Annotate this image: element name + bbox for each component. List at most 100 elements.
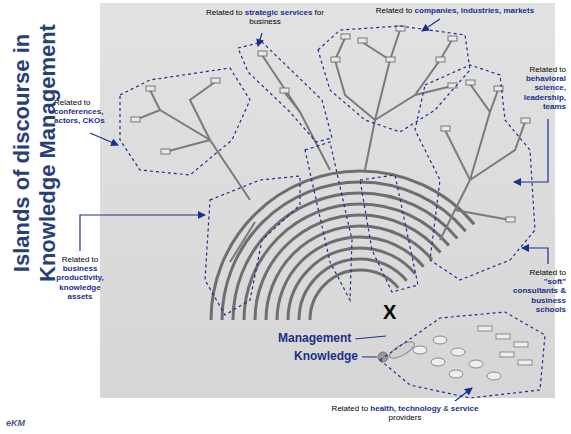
service-cells bbox=[413, 326, 532, 380]
leader-line bbox=[355, 336, 386, 339]
label-text: providers bbox=[389, 413, 422, 422]
leaf bbox=[146, 86, 155, 91]
leaf bbox=[341, 34, 350, 39]
label-text: conferences, actors, CKOs bbox=[54, 107, 105, 125]
axis-label: Knowledge bbox=[294, 350, 358, 364]
island-outline bbox=[360, 175, 418, 292]
callout-label: Related to health, technology & service … bbox=[330, 404, 480, 422]
island-outline bbox=[318, 26, 470, 132]
leaf bbox=[441, 126, 450, 131]
callout-label: Related to strategic services for busine… bbox=[195, 8, 335, 26]
arc bbox=[211, 171, 509, 434]
cell bbox=[451, 348, 465, 356]
island-outline bbox=[238, 42, 332, 142]
callout-arrow bbox=[514, 119, 548, 182]
marker-x: X bbox=[383, 301, 396, 324]
branch bbox=[135, 110, 250, 200]
leaf bbox=[331, 57, 340, 62]
branch bbox=[445, 130, 470, 180]
islands bbox=[120, 26, 545, 398]
branch bbox=[375, 40, 452, 120]
label-text: Related to bbox=[206, 8, 242, 17]
callout-label: Related to business productivity, knowle… bbox=[50, 255, 110, 301]
label-text: Related to bbox=[376, 6, 412, 15]
callout-arrow bbox=[455, 388, 472, 401]
label-text: health, technology bbox=[370, 404, 441, 413]
leaf bbox=[466, 80, 475, 85]
label-text: "soft" consultants & business schools bbox=[513, 277, 566, 314]
branch bbox=[150, 90, 160, 110]
branch bbox=[165, 140, 210, 152]
arc bbox=[222, 182, 498, 434]
label-text: & bbox=[443, 404, 448, 413]
arc-bands bbox=[211, 171, 509, 434]
branch bbox=[470, 122, 525, 180]
cell bbox=[478, 326, 492, 331]
branch bbox=[262, 55, 330, 170]
cell bbox=[496, 334, 510, 339]
label-text: Related to bbox=[332, 404, 368, 413]
arc bbox=[288, 248, 432, 392]
label-text: service bbox=[451, 404, 479, 413]
axis-label: Management bbox=[278, 332, 351, 346]
leaf bbox=[258, 51, 267, 56]
callout-label: Related to conferences, actors, CKOs bbox=[54, 98, 114, 126]
logo: eKM bbox=[6, 418, 25, 428]
callout-label: Related to "soft" consultants & business… bbox=[510, 268, 566, 314]
leaf bbox=[280, 88, 289, 93]
island-outline bbox=[380, 312, 545, 398]
arc bbox=[266, 226, 454, 414]
cell bbox=[431, 358, 445, 366]
label-text: Related to bbox=[530, 268, 566, 277]
callout-arrow bbox=[90, 133, 118, 145]
leaf bbox=[161, 149, 170, 154]
branch bbox=[230, 222, 255, 262]
branch bbox=[440, 84, 490, 240]
leaf bbox=[506, 217, 515, 222]
panel bbox=[100, 3, 555, 398]
knowledge-dot bbox=[378, 352, 388, 362]
title: Islands of discourse in Knowledge Manage… bbox=[9, 8, 61, 298]
cell bbox=[469, 360, 483, 368]
callout-arrow bbox=[258, 33, 262, 46]
leaf bbox=[436, 57, 445, 62]
branch bbox=[365, 30, 400, 170]
label-text: business productivity, knowledge assets bbox=[56, 264, 103, 301]
cell bbox=[413, 346, 427, 354]
label-text: behavioral science, leadership, teams bbox=[524, 74, 566, 111]
branch bbox=[490, 90, 498, 112]
leader-line bbox=[362, 356, 377, 357]
branch bbox=[335, 38, 375, 120]
cell bbox=[514, 342, 528, 347]
cell bbox=[433, 336, 447, 344]
callout-arrow bbox=[422, 19, 440, 31]
arc bbox=[233, 193, 487, 434]
island-outline bbox=[205, 176, 300, 315]
cell bbox=[518, 360, 532, 365]
tree-branches bbox=[135, 30, 525, 262]
leaf-shape bbox=[387, 339, 416, 362]
cell bbox=[487, 372, 501, 380]
label-text: strategic services bbox=[245, 8, 313, 17]
cell bbox=[500, 352, 514, 357]
branch bbox=[455, 210, 510, 220]
leaf bbox=[211, 78, 220, 83]
branch bbox=[415, 86, 452, 95]
branch bbox=[284, 92, 300, 112]
tree-leaves bbox=[131, 26, 530, 222]
arc bbox=[255, 215, 465, 425]
leaf bbox=[521, 118, 530, 123]
leaf bbox=[448, 36, 457, 41]
label-text: Related to bbox=[530, 65, 566, 74]
leaf bbox=[396, 26, 405, 31]
callout-arrow bbox=[522, 248, 548, 264]
arc bbox=[277, 237, 443, 403]
cell bbox=[449, 370, 463, 378]
island-outline bbox=[415, 65, 535, 280]
leaf bbox=[386, 57, 395, 62]
callout-arrow bbox=[80, 215, 205, 251]
callout-label: Related to behavioral science, leadershi… bbox=[508, 65, 566, 111]
island-outline bbox=[305, 142, 352, 300]
